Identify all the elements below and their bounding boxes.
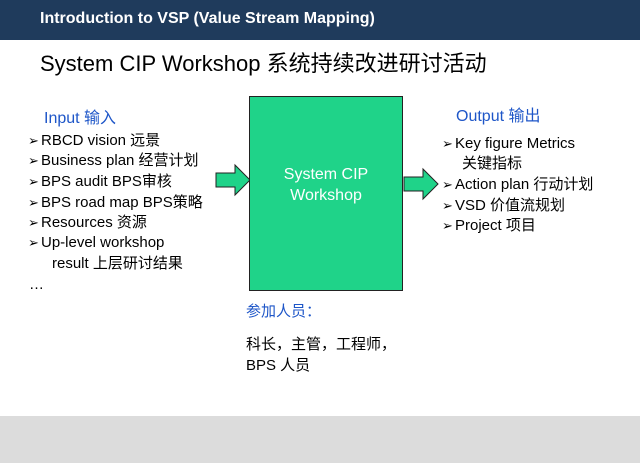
input-item-business-plan: ➢Business plan 经营计划 xyxy=(28,152,199,169)
bullet-arrow-icon: ➢ xyxy=(28,133,39,148)
participants-heading: 参加人员： xyxy=(246,303,322,320)
bullet-arrow-icon: ➢ xyxy=(442,198,453,213)
input-item-road-map: ➢BPS road map BPS策略 xyxy=(28,194,203,211)
participants-line2: BPS 人员 xyxy=(246,357,311,374)
input-item-up-level-workshop: ➢Up-level workshop xyxy=(28,234,165,251)
slide-title: System CIP Workshop 系统持续改进研讨活动 xyxy=(40,51,487,76)
bullet-arrow-icon: ➢ xyxy=(442,177,453,192)
output-item-key-figure: ➢Key figure Metrics xyxy=(442,135,576,152)
bullet-arrow-icon: ➢ xyxy=(28,174,39,189)
bullet-arrow-icon: ➢ xyxy=(28,215,39,230)
input-item-bps-audit: ➢BPS audit BPS审核 xyxy=(28,173,172,190)
box-label-line1: System CIP xyxy=(283,166,369,183)
input-item-ellipsis: … xyxy=(29,276,44,293)
bullet-arrow-icon: ➢ xyxy=(442,136,453,151)
input-arrow-icon xyxy=(215,163,251,197)
cip-workshop-box: System CIP Workshop xyxy=(249,96,403,291)
header-title: Introduction to VSP (Value Stream Mappin… xyxy=(40,10,375,27)
output-item-project: ➢Project 项目 xyxy=(442,217,536,234)
input-item-resources: ➢Resources 资源 xyxy=(28,214,147,231)
bullet-arrow-icon: ➢ xyxy=(28,195,39,210)
output-item-key-figure-cn: 关键指标 xyxy=(462,155,523,172)
box-label-line2: Workshop xyxy=(290,187,362,204)
footer-band xyxy=(0,416,640,463)
header-bar xyxy=(0,0,640,40)
bullet-arrow-icon: ➢ xyxy=(28,153,39,168)
bullet-arrow-icon: ➢ xyxy=(28,235,39,250)
input-item-vision: ➢RBCD vision 远景 xyxy=(28,132,161,149)
participants-line1: 科长，主管，工程师， xyxy=(246,336,397,353)
bullet-arrow-icon: ➢ xyxy=(442,218,453,233)
input-item-up-level-result: result 上层研讨结果 xyxy=(52,255,183,272)
input-heading: Input 输入 xyxy=(44,110,117,127)
output-arrow-icon xyxy=(403,167,439,201)
output-item-action-plan: ➢Action plan 行动计划 xyxy=(442,176,594,193)
output-item-vsd: ➢VSD 价值流规划 xyxy=(442,197,566,214)
output-heading: Output 输出 xyxy=(456,108,541,125)
